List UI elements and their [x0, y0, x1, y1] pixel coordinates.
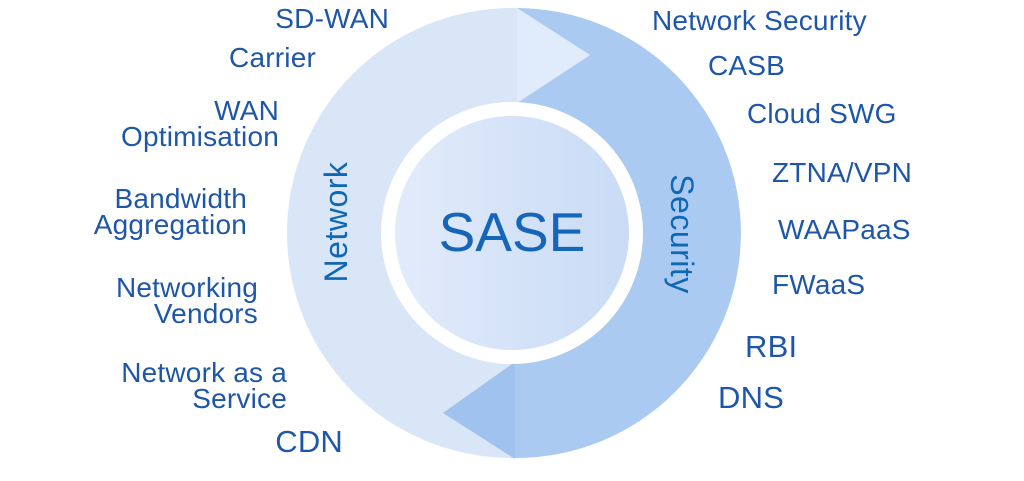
label-wan-optimisation: WAN Optimisation [120, 95, 279, 152]
network-half-label: Network [318, 161, 354, 283]
security-arrowhead-icon [443, 362, 515, 459]
label-cdn: CDN [275, 424, 343, 459]
label-networking-vendors: Networking Vendors [115, 272, 258, 329]
label-fwaas: FWaaS [772, 269, 866, 300]
label-rbi: RBI [745, 329, 798, 364]
label-waapaas: WAAPaaS [778, 214, 911, 245]
label-ztna-vpn: ZTNA/VPN [772, 157, 913, 188]
label-network-security: Network Security [652, 5, 867, 36]
label-cloud-swg: Cloud SWG [747, 98, 897, 129]
label-bandwidth-aggregation: Bandwidth Aggregation [93, 183, 247, 240]
label-dns: DNS [718, 380, 785, 415]
network-arrowhead-icon [517, 8, 590, 103]
label-network-as-a-service: Network as a Service [121, 357, 287, 414]
security-half-label: Security [664, 174, 700, 294]
label-sd-wan: SD-WAN [275, 3, 389, 34]
label-carrier: Carrier [229, 42, 316, 73]
center-title-sase: SASE [438, 201, 586, 263]
core-circle [395, 116, 629, 350]
label-casb: CASB [708, 50, 786, 81]
